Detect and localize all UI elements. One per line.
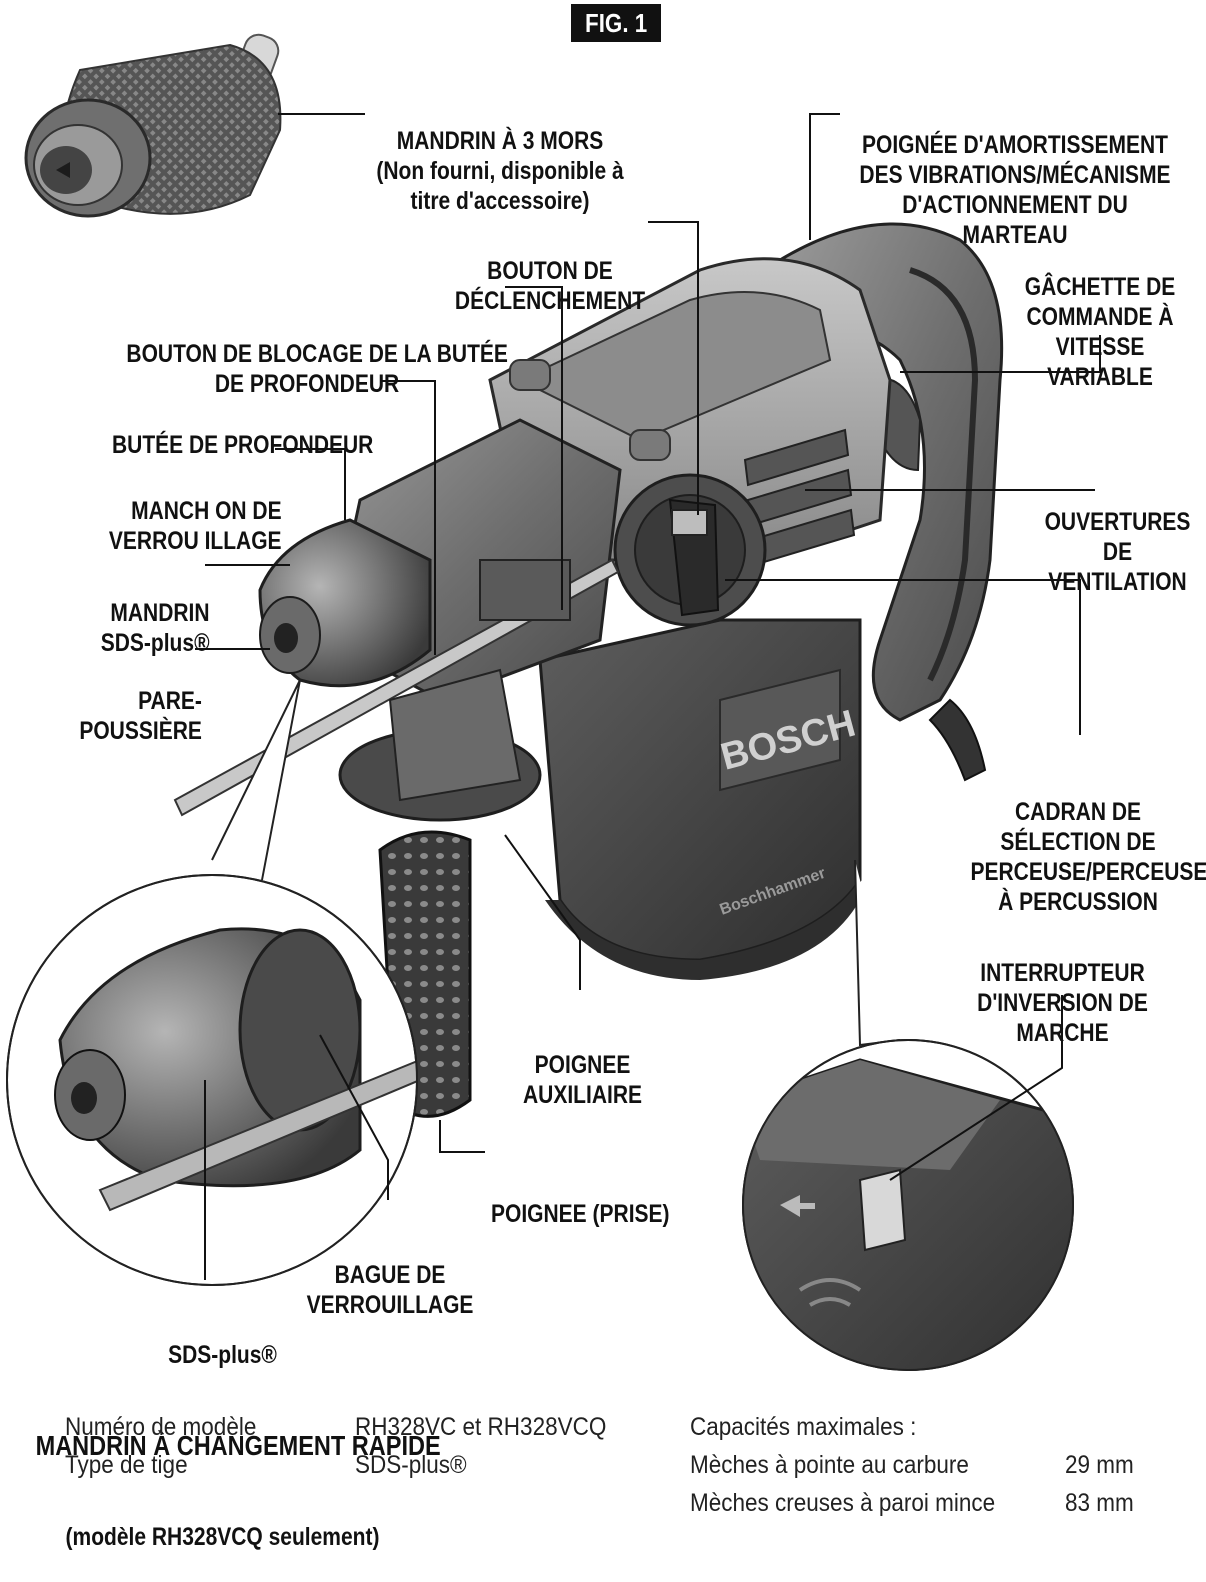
spec-row-value: 29 mm	[1065, 1451, 1134, 1479]
spec-model-label: Numéro de modèle	[65, 1413, 257, 1441]
spec-capacity-title: Capacités maximales :	[690, 1413, 917, 1441]
quick-change-chuck-detail	[6, 679, 418, 1286]
reverse-switch-detail	[742, 859, 1074, 1371]
rotary-hammer-illustration: BOSCH Boschhammer	[6, 33, 1101, 1371]
label-depth-gauge: BUTÉE DE PROFONDEUR	[112, 431, 374, 459]
label-grip: POIGNEE (PRISE)	[491, 1200, 670, 1228]
spec-shank-label: Type de tige	[65, 1451, 188, 1479]
spec-row-label: Mèches à pointe au carbure	[690, 1451, 969, 1479]
label-three-jaw-chuck: MANDRIN À 3 MORS(Non fourni, disponible …	[376, 127, 624, 215]
spec-row-value: 83 mm	[1065, 1489, 1134, 1517]
spec-row-label: Mèches creuses à paroi mince	[690, 1489, 996, 1517]
callout-leaders	[195, 113, 1101, 1280]
figure-tag: FIG. 1	[571, 4, 661, 42]
spec-shank-value: SDS-plus®	[355, 1451, 467, 1479]
three-jaw-chuck-drawing	[24, 33, 282, 218]
rotary-hammer-body: BOSCH Boschhammer	[173, 222, 1004, 1118]
label-dust-guard: PARE-POUSSIÈRE	[79, 687, 202, 745]
spec-model-value: RH328VC et RH328VCQ	[355, 1413, 607, 1441]
